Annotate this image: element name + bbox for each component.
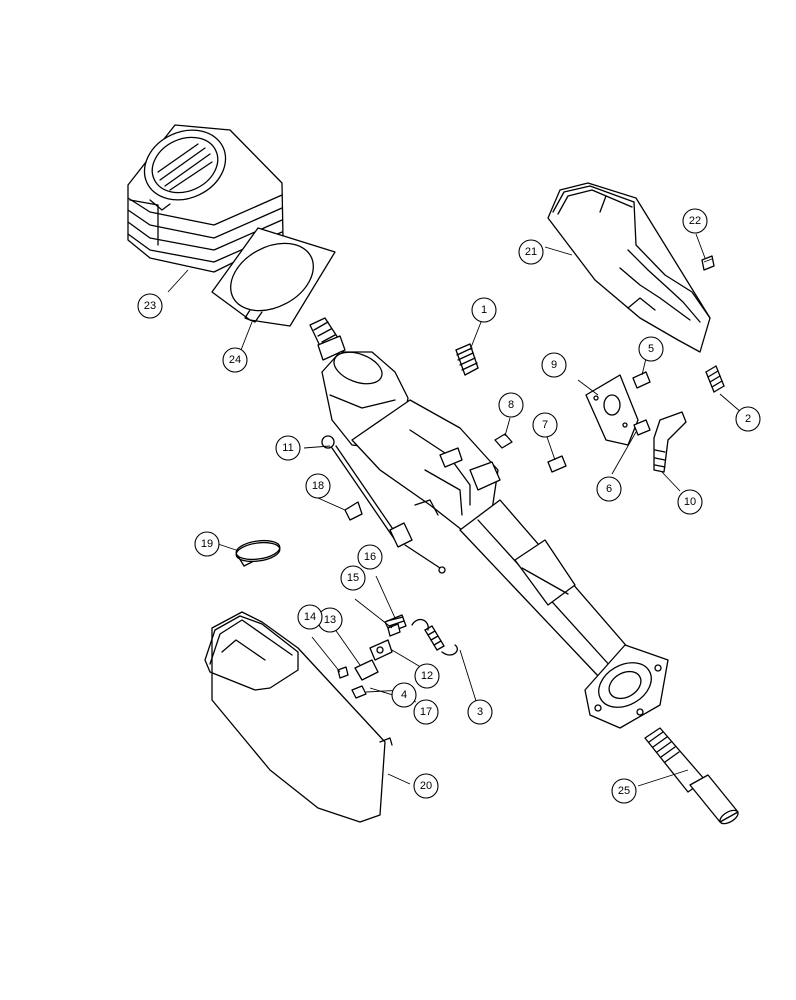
part-lower-shroud — [204, 611, 393, 823]
callout-7: 7 — [532, 412, 558, 438]
part-upper-shroud — [547, 182, 711, 353]
part-small-hardware — [337, 614, 407, 699]
callout-22: 22 — [682, 208, 708, 234]
svg-text:17: 17 — [420, 706, 432, 718]
part-splined-shaft-25 — [644, 727, 739, 825]
part-clamp-19 — [235, 539, 281, 567]
callout-16: 16 — [357, 544, 383, 570]
svg-text:12: 12 — [421, 670, 433, 682]
part-ring-4 — [351, 685, 367, 699]
svg-text:8: 8 — [508, 399, 514, 411]
callout-21: 21 — [518, 239, 544, 265]
svg-text:19: 19 — [201, 538, 213, 550]
part-plate-12 — [369, 639, 393, 661]
callout-11: 11 — [275, 435, 301, 461]
svg-text:1: 1 — [481, 304, 487, 316]
part-spring-3 — [411, 618, 458, 656]
callout-9: 9 — [541, 352, 567, 378]
svg-text:24: 24 — [229, 354, 241, 366]
part-pin-7 — [547, 455, 567, 473]
part-bolt-6 — [633, 419, 651, 436]
part-bellows-boot — [127, 124, 284, 273]
part-steering-column — [309, 317, 669, 729]
part-washer-14 — [337, 666, 349, 679]
svg-text:18: 18 — [312, 480, 324, 492]
svg-text:23: 23 — [144, 300, 156, 312]
part-nut-8 — [494, 433, 513, 449]
svg-text:6: 6 — [606, 483, 612, 495]
part-lever-10 — [653, 411, 687, 473]
callout-5: 5 — [638, 336, 664, 362]
svg-text:21: 21 — [525, 246, 537, 258]
callout-14: 14 — [297, 604, 323, 630]
callout-3: 3 — [467, 699, 493, 725]
callout-15: 15 — [340, 565, 366, 591]
callout-19: 19 — [194, 531, 220, 557]
svg-text:3: 3 — [477, 706, 483, 718]
part-spring-1 — [455, 343, 479, 376]
callout-23: 23 — [137, 293, 163, 319]
svg-text:4: 4 — [401, 689, 407, 701]
callout-8: 8 — [498, 392, 524, 418]
part-lever-13 — [354, 659, 379, 681]
callout-20: 20 — [413, 773, 439, 799]
svg-text:16: 16 — [364, 551, 376, 563]
callout-25: 25 — [611, 778, 637, 804]
callout-12: 12 — [414, 663, 440, 689]
callout-24: 24 — [222, 347, 248, 373]
svg-text:25: 25 — [618, 785, 630, 797]
svg-text:14: 14 — [304, 611, 316, 623]
callout-13: 13 — [317, 607, 343, 633]
part-rod-11 — [321, 435, 446, 574]
svg-text:5: 5 — [648, 343, 654, 355]
callout-1: 1 — [471, 297, 497, 323]
part-gasket — [211, 227, 336, 327]
svg-text:15: 15 — [347, 572, 359, 584]
callout-18: 18 — [305, 473, 331, 499]
svg-text:10: 10 — [684, 496, 696, 508]
callout-2: 2 — [735, 406, 761, 432]
svg-text:2: 2 — [745, 413, 751, 425]
part-screw-22 — [701, 255, 715, 271]
callout-6: 6 — [596, 476, 622, 502]
callout-4: 4 — [391, 682, 417, 708]
part-plate-9 — [585, 374, 639, 446]
svg-text:22: 22 — [689, 215, 701, 227]
part-bolt-5 — [632, 371, 651, 389]
svg-text:11: 11 — [282, 442, 293, 454]
svg-text:9: 9 — [551, 359, 557, 371]
part-spring-2 — [705, 365, 725, 393]
callout-10: 10 — [677, 489, 703, 515]
svg-text:7: 7 — [542, 419, 548, 431]
svg-text:20: 20 — [420, 780, 432, 792]
part-clip-18 — [344, 501, 363, 521]
svg-text:13: 13 — [324, 614, 336, 626]
callout-17: 17 — [413, 699, 439, 725]
